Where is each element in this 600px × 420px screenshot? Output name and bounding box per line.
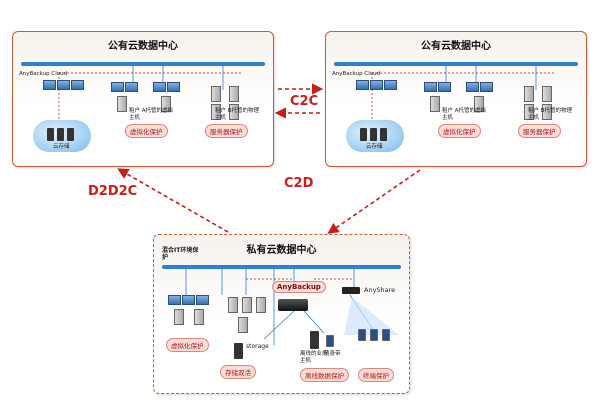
vm-host	[474, 96, 484, 112]
mobile-device	[358, 329, 366, 341]
network-bus	[162, 265, 401, 269]
tenant-b-label: 租户 B托管的物理主机	[215, 108, 260, 121]
physical-host	[542, 104, 552, 120]
backup-server	[356, 80, 369, 90]
anyshare-label: AnyShare	[364, 286, 396, 294]
host-blade	[125, 82, 138, 92]
private-datacenter: 私有云数据中心 混合IT环境保护 虚拟化保护 storage 存储双活 AnyB…	[153, 234, 410, 394]
virtualization-protection-tag: 虚拟化保护	[438, 124, 481, 138]
physical-host	[242, 297, 252, 313]
storage-disk	[238, 317, 248, 333]
vm-host	[174, 309, 184, 325]
mobile-device	[326, 335, 334, 347]
host-blade	[167, 82, 180, 92]
network-bus	[334, 62, 578, 66]
hybrid-it-label: 混合IT环境保护	[162, 247, 199, 261]
public-dc-title: 公有云数据中心	[421, 41, 491, 52]
host-blade	[480, 82, 493, 92]
anybackup-cloud-label: AnyBackup Cloud	[19, 71, 68, 77]
physical-host	[211, 86, 221, 102]
host-blade	[424, 82, 437, 92]
c2d-label: C2D	[284, 176, 314, 191]
mobile-device	[382, 329, 390, 341]
private-dc-title: 私有云数据中心	[246, 245, 317, 256]
virtualization-protection-tag: 虚拟化保护	[166, 338, 209, 352]
host-blade	[196, 295, 209, 305]
public-datacenter-left: 公有云数据中心 AnyBackup Cloud 云存储 租户 A托管的虚拟主机 …	[12, 31, 274, 167]
physical-host	[228, 297, 238, 313]
offline-data-protection-tag: 离线数据保护	[300, 368, 349, 382]
physical-host	[524, 104, 534, 120]
physical-host	[542, 86, 552, 102]
tenant-b-label: 租户 B托管的物理主机	[528, 108, 573, 121]
host-blade	[466, 82, 479, 92]
storage-tower	[57, 128, 64, 141]
backup-server	[43, 80, 56, 90]
cloud-storage-label: 云存储	[366, 144, 383, 150]
wireless-beam	[344, 297, 399, 335]
storage-tower	[47, 128, 54, 141]
anyshare-appliance	[342, 287, 360, 294]
public-dc-title: 公有云数据中心	[108, 41, 178, 52]
host-blade	[168, 295, 181, 305]
backup-server	[71, 80, 84, 90]
network-bus	[21, 62, 265, 66]
storage-tower	[380, 128, 387, 141]
vm-host	[430, 96, 440, 112]
terminal-protection-tag: 终端保护	[358, 368, 394, 382]
host-blade	[153, 82, 166, 92]
physical-host	[211, 104, 221, 120]
mobile-device	[370, 329, 378, 341]
c2c-label: C2C	[290, 94, 319, 109]
d2d2c-label: D2D2C	[88, 184, 138, 199]
vm-host	[117, 96, 127, 112]
public-datacenter-right: 公有云数据中心 AnyBackup Cloud 云存储 租户 A托管的虚拟主机 …	[325, 31, 587, 167]
d2d2c-arrow	[117, 168, 229, 233]
c2d-arrow	[327, 169, 421, 234]
physical-host	[256, 297, 266, 313]
tenant-a-label: 租户 A托管的虚拟主机	[442, 108, 487, 121]
phone-label: 随身带	[324, 351, 341, 357]
host-blade	[438, 82, 451, 92]
storage-dual-active-tag: 存储双活	[220, 365, 256, 379]
storage-tower	[360, 128, 367, 141]
storage-tower	[67, 128, 74, 141]
offline-host	[310, 331, 319, 349]
storage-tower	[370, 128, 377, 141]
anybackup-badge: AnyBackup	[272, 281, 326, 293]
anybackup-appliance	[278, 299, 308, 311]
host-blade	[182, 295, 195, 305]
physical-host	[229, 86, 239, 102]
tenant-a-label: 租户 A托管的虚拟主机	[129, 108, 174, 121]
host-blade	[111, 82, 124, 92]
storage-array	[234, 343, 243, 359]
server-protection-tag: 服务器保护	[205, 124, 248, 138]
offline-host-label: 离线的业务主机	[300, 351, 328, 364]
server-protection-tag: 服务器保护	[518, 124, 561, 138]
backup-server	[57, 80, 70, 90]
backup-server	[370, 80, 383, 90]
backup-server	[384, 80, 397, 90]
vm-host	[161, 96, 171, 112]
vm-host	[194, 309, 204, 325]
anybackup-cloud-label: AnyBackup Cloud	[332, 71, 381, 77]
physical-host	[229, 104, 239, 120]
cloud-storage-label: 云存储	[53, 144, 70, 150]
storage-label: storage	[246, 343, 269, 350]
physical-host	[524, 86, 534, 102]
virtualization-protection-tag: 虚拟化保护	[125, 124, 168, 138]
